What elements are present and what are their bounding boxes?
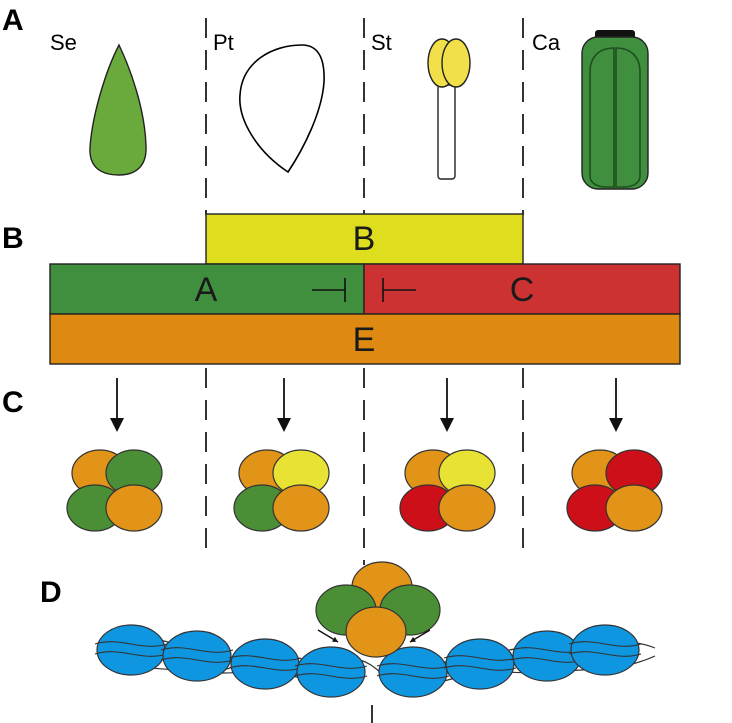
- histone-core: [445, 638, 515, 690]
- histone-core: [96, 624, 166, 676]
- dna-wrap: [228, 665, 302, 671]
- dna-wrap: [376, 673, 450, 679]
- quartet-complex-petal: [233, 449, 330, 532]
- arrow-sepal: [110, 378, 124, 432]
- floral-quartet-complexes: [66, 449, 663, 532]
- organ-label-sepal: Se: [50, 30, 77, 55]
- c-class-label: C: [510, 271, 535, 309]
- histone-core: [378, 646, 448, 698]
- carpel-left-lobe: [589, 47, 615, 188]
- binding-arrow-left-head: [332, 636, 338, 642]
- nucleosome: [294, 646, 368, 698]
- c-class-bar: [363, 263, 681, 315]
- abce-class-bars: B A C E: [49, 213, 681, 365]
- nucleosome: [228, 638, 302, 690]
- nucleosome: [94, 624, 168, 676]
- dna-wrap: [94, 641, 168, 647]
- arrow-carpel: [609, 378, 623, 432]
- histone-core: [296, 646, 366, 698]
- sepal-organ: [89, 43, 147, 176]
- bridge-protein-bottom-e: [345, 606, 407, 658]
- dna-wrap: [376, 663, 450, 669]
- stamen-filament: [437, 84, 456, 180]
- a-class-label: A: [195, 271, 218, 309]
- quartet-complex-sepal: [66, 449, 163, 532]
- quartet-complex-carpel: [566, 449, 663, 532]
- organ-label-petal: Pt: [213, 30, 234, 55]
- dna-wrap: [443, 665, 517, 671]
- dna-wrap: [160, 647, 234, 653]
- stamen-anther-right: [441, 38, 471, 88]
- protein-bottom-right-e: [438, 484, 496, 532]
- chromatin-fiber: [94, 624, 656, 698]
- histone-core: [512, 630, 582, 682]
- nucleosome: [376, 646, 450, 698]
- whorl-dividers: [205, 18, 524, 723]
- nucleosome: [568, 624, 642, 676]
- arrows: [110, 378, 623, 432]
- protein-bottom-right-e: [105, 484, 163, 532]
- arrow-petal: [277, 378, 291, 432]
- dna-wrap: [160, 657, 234, 663]
- a-represses-c-symbol: [312, 278, 346, 302]
- panel-label-d: D: [40, 576, 62, 609]
- dna-wrap: [94, 651, 168, 657]
- carpel-right-lobe: [615, 47, 641, 188]
- dna-bridging-quartet: [315, 561, 441, 658]
- histone-core: [230, 638, 300, 690]
- quartet-complex-stamen: [399, 449, 496, 532]
- dna-wrap: [443, 655, 517, 661]
- dna-wrap: [294, 673, 368, 679]
- panel-label-a: A: [2, 4, 24, 37]
- panel-label-c: C: [2, 386, 24, 419]
- e-class-label: E: [353, 321, 376, 359]
- dna-wrap: [568, 641, 642, 647]
- dna-wrap: [294, 663, 368, 669]
- protein-bottom-right-e: [272, 484, 330, 532]
- carpel-organ: [581, 30, 649, 190]
- b-class-bar: [205, 213, 524, 265]
- nucleosome: [443, 638, 517, 690]
- dna-wrap: [568, 651, 642, 657]
- histone-core: [570, 624, 640, 676]
- b-class-label: B: [353, 220, 376, 258]
- stamen-organ: [427, 38, 471, 180]
- panel-label-b: B: [2, 222, 24, 255]
- organ-label-carpel: Ca: [532, 30, 561, 55]
- petal-organ: [239, 44, 325, 174]
- protein-bottom-right-e: [605, 484, 663, 532]
- c-represses-a-symbol: [382, 278, 416, 302]
- arrow-stamen: [440, 378, 454, 432]
- carpel-body: [581, 36, 649, 190]
- organ-label-stamen: St: [371, 30, 392, 55]
- dna-wrap: [228, 655, 302, 661]
- e-class-bar: [49, 313, 681, 365]
- nucleosome: [160, 630, 234, 682]
- histone-core: [162, 630, 232, 682]
- binding-arrow-right-head: [410, 636, 416, 642]
